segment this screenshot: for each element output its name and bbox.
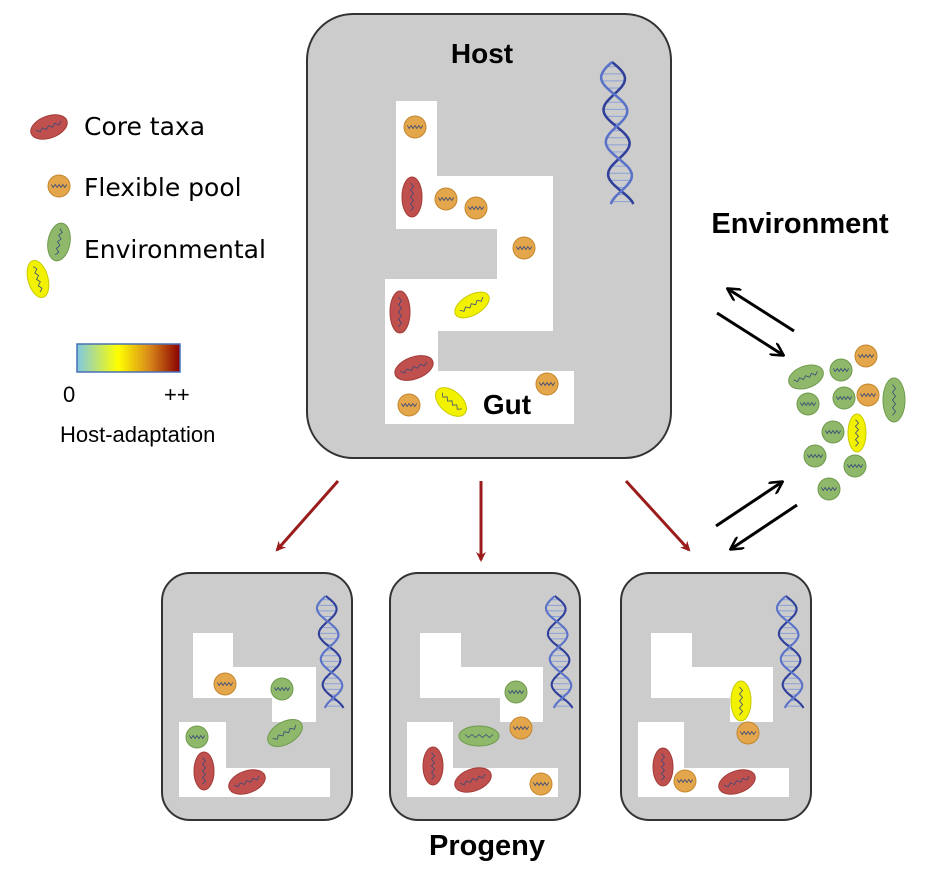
host-adaptation-scale: 0 ++ Host-adaptation <box>60 343 215 447</box>
gut-label: Gut <box>483 389 531 420</box>
to-environment-arrow <box>728 289 795 333</box>
progeny-box-1 <box>161 572 353 821</box>
environment-label: Environment <box>711 208 889 240</box>
environmental-microbe <box>270 677 294 701</box>
legend: Core taxa Flexible pool Environmental <box>26 112 266 299</box>
flexible-microbe <box>512 236 536 260</box>
flexible-microbe <box>403 115 427 139</box>
environment-progeny-exchange <box>715 482 798 549</box>
transmission-arrows <box>275 479 691 562</box>
host-microbes <box>389 115 559 417</box>
flexible-microbe <box>397 393 421 417</box>
from-environment-arrow <box>716 311 783 355</box>
flexible-microbe <box>509 716 533 740</box>
flexible-microbe <box>464 196 488 220</box>
gut-shape <box>638 633 789 797</box>
legend-core-label: Core taxa <box>84 112 205 141</box>
environmental-microbe <box>843 454 867 478</box>
progeny-box-2 <box>389 572 581 821</box>
flexible-microbe <box>434 187 458 211</box>
environmental-microbe <box>796 392 820 416</box>
dna-helix-icon <box>775 595 805 709</box>
environmental-microbe <box>267 719 303 747</box>
environmental-microbe <box>504 680 528 704</box>
coccus-bacterium-icon <box>47 174 71 198</box>
environmental-microbe <box>829 358 853 382</box>
dna-helix-icon <box>599 61 635 205</box>
scale-title: Host-adaptation <box>60 422 215 447</box>
rod-bacterium-icon <box>30 114 68 140</box>
environmental-microbe <box>788 364 824 390</box>
flexible-microbe <box>673 769 697 793</box>
scale-min-label: 0 <box>63 382 75 407</box>
flexible-microbe <box>535 372 559 396</box>
adapted-microbe <box>435 387 467 417</box>
core-microbe <box>652 747 674 787</box>
environmental-microbe <box>817 477 841 501</box>
gradient-bar <box>76 343 181 373</box>
environmental-microbe <box>803 444 827 468</box>
environmental-microbe <box>185 725 209 749</box>
host-box: Host Gut <box>306 13 672 459</box>
dna-helix-icon <box>315 595 345 709</box>
core-microbe <box>228 769 266 795</box>
flexible-microbe <box>856 383 880 407</box>
core-microbe <box>454 767 492 793</box>
environmental-microbe <box>458 725 500 747</box>
progeny-to-environment-arrow <box>715 482 782 528</box>
environment-to-progeny-arrow <box>731 503 798 549</box>
legend-environmental-label: Environmental <box>84 235 266 264</box>
adapted-microbe <box>847 413 867 453</box>
core-microbe <box>193 751 215 791</box>
core-microbe <box>401 176 423 218</box>
environmental-microbe <box>832 386 856 410</box>
progeny-label: Progeny <box>429 830 545 862</box>
gut-shape <box>179 633 330 797</box>
core-microbe <box>389 290 411 334</box>
gut-shape <box>385 101 574 424</box>
scale-max-label: ++ <box>164 382 190 407</box>
inherit-arrow-right <box>624 479 691 552</box>
core-microbe <box>718 769 756 795</box>
inherit-arrow-left <box>275 480 340 552</box>
legend-flexible-label: Flexible pool <box>84 173 242 202</box>
environmental-adapted-icon <box>26 259 50 299</box>
gut-shape <box>407 633 558 797</box>
flexible-microbe <box>213 672 237 696</box>
adapted-microbe <box>454 291 490 319</box>
environmental-microbe <box>882 377 906 423</box>
flexible-microbe <box>854 344 878 368</box>
progeny-box-3 <box>620 572 812 821</box>
core-microbe <box>422 746 444 786</box>
environment-microbes <box>788 344 906 501</box>
adapted-microbe <box>730 680 752 722</box>
flexible-microbe <box>736 721 760 745</box>
flexible-microbe <box>529 772 553 796</box>
environmental-bacterium-icon <box>47 222 71 262</box>
dna-helix-icon <box>544 595 574 709</box>
environmental-microbe <box>821 420 845 444</box>
core-microbe <box>394 355 434 381</box>
host-environment-exchange <box>716 289 795 355</box>
host-label: Host <box>451 38 513 69</box>
